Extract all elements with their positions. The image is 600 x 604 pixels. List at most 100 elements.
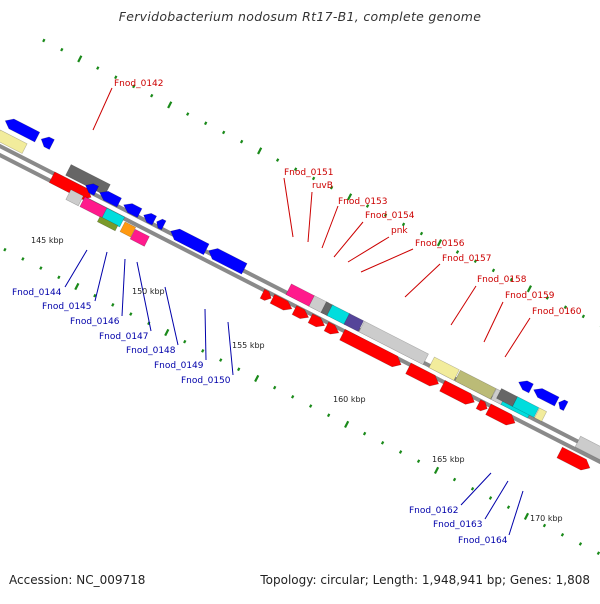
minor-tick: [273, 386, 276, 390]
major-tick: [167, 101, 172, 108]
scale-label-160: 160 kbp: [333, 395, 366, 404]
gene-label-fnod-0147[interactable]: Fnod_0147: [99, 332, 149, 342]
leader-ruvb: [308, 192, 312, 242]
leader-fnod-0153: [322, 206, 338, 248]
minor-tick: [201, 349, 204, 353]
minor-tick: [57, 275, 60, 279]
major-tick: [254, 375, 259, 382]
gene-label-fnod-0156[interactable]: Fnod_0156: [415, 239, 465, 249]
scale-label-165: 165 kbp: [432, 455, 465, 464]
gene-label-fnod-0142[interactable]: Fnod_0142: [114, 79, 164, 89]
minor-tick: [582, 315, 585, 319]
gene-label-fnod-0164[interactable]: Fnod_0164: [458, 536, 508, 546]
minor-tick: [579, 542, 582, 546]
gene-label-fnod-0153[interactable]: Fnod_0153: [338, 197, 388, 207]
gene-label-fnod-0144[interactable]: Fnod_0144: [12, 288, 62, 298]
leader-fnod-0157: [405, 264, 440, 297]
minor-tick: [186, 112, 189, 116]
major-tick: [524, 513, 529, 520]
minor-tick: [543, 524, 546, 528]
gene-left-blue-1[interactable]: [39, 134, 55, 149]
leader-fnod-0144: [65, 250, 87, 287]
major-tick: [257, 147, 262, 154]
leader-fnod-0146: [122, 259, 125, 316]
major-tick: [164, 329, 169, 336]
minor-tick: [363, 432, 366, 436]
major-tick: [77, 55, 82, 62]
scale-label-145: 145 kbp: [31, 236, 64, 245]
minor-tick: [507, 505, 510, 509]
minor-tick: [60, 48, 63, 52]
minor-tick: [417, 459, 420, 463]
gene-right-blue-1[interactable]: [531, 385, 559, 406]
minor-tick: [399, 450, 402, 454]
gene-label-fnod-0159[interactable]: Fnod_0159: [505, 291, 555, 301]
gene-label-fnod-0148[interactable]: Fnod_0148: [126, 346, 176, 356]
gene-right-blue-2[interactable]: [556, 398, 568, 411]
minor-tick: [204, 121, 207, 125]
gene-label-fnod-0150[interactable]: Fnod_0150: [181, 376, 231, 386]
minor-tick: [291, 395, 294, 399]
leader-fnod-0160: [505, 318, 530, 357]
gene-label-fnod-0163[interactable]: Fnod_0163: [433, 520, 483, 530]
leader-fnod-0149: [205, 309, 206, 360]
major-tick: [344, 421, 349, 428]
minor-tick: [183, 340, 186, 344]
minor-tick: [111, 303, 114, 307]
gene-label-fnod-0145[interactable]: Fnod_0145: [42, 302, 92, 312]
minor-tick: [309, 404, 312, 408]
scale-label-150: 150 kbp: [132, 287, 165, 296]
gene-label-fnod-0151[interactable]: Fnod_0151: [284, 168, 334, 178]
minor-tick: [21, 257, 24, 261]
major-tick: [74, 283, 79, 290]
minor-tick: [96, 66, 99, 70]
leader-fnod-0158: [451, 286, 476, 325]
leader-fnod-0154: [334, 222, 363, 257]
minor-tick: [381, 441, 384, 445]
minor-tick: [489, 496, 492, 500]
reverse-gene-labels: Fnod_0144 Fnod_0145 Fnod_0146 Fnod_0147 …: [12, 288, 508, 546]
minor-tick: [453, 478, 456, 482]
major-tick: [434, 467, 439, 474]
minor-tick: [222, 131, 225, 135]
gene-label-fnod-0149[interactable]: Fnod_0149: [154, 361, 204, 371]
gene-label-fnod-0160[interactable]: Fnod_0160: [532, 307, 582, 317]
gene-label-fnod-0154[interactable]: Fnod_0154: [365, 211, 415, 221]
minor-tick: [276, 158, 279, 162]
minor-tick: [561, 533, 564, 537]
minor-tick: [42, 39, 45, 43]
leader-fnod-0151: [284, 178, 293, 237]
leader-fnod-0148: [165, 287, 178, 345]
leader-fnod-0163: [485, 481, 508, 519]
minor-tick: [39, 266, 42, 270]
leader-fnod-0156: [361, 249, 413, 272]
gene-label-ruvb[interactable]: ruvB: [312, 181, 333, 191]
minor-tick: [492, 269, 495, 273]
genome-summary-text: Topology: circular; Length: 1,948,941 bp…: [260, 573, 590, 587]
leader-fnod-0159: [484, 302, 503, 342]
scale-label-170: 170 kbp: [530, 514, 563, 523]
minor-tick: [237, 367, 240, 371]
forward-gene-labels: Fnod_0142 Fnod_0151 ruvB Fnod_0153 Fnod_…: [114, 79, 582, 317]
gene-label-fnod-0146[interactable]: Fnod_0146: [70, 317, 120, 327]
minor-tick: [420, 232, 423, 236]
gene-label-fnod-0157[interactable]: Fnod_0157: [442, 254, 492, 264]
gene-label-fnod-0158[interactable]: Fnod_0158: [477, 275, 527, 285]
minor-tick: [240, 140, 243, 144]
gene-label-pnk[interactable]: pnk: [391, 226, 408, 236]
gene-label-fnod-0162[interactable]: Fnod_0162: [409, 506, 459, 516]
gene-right-blue-0[interactable]: [516, 378, 533, 393]
minor-tick: [471, 487, 474, 491]
map-title: Fervidobacterium nodosum Rt17-B1, comple…: [0, 9, 600, 24]
minor-tick: [327, 413, 330, 417]
leader-fnod-0145: [95, 252, 107, 301]
scale-label-155: 155 kbp: [232, 341, 265, 350]
minor-tick: [129, 312, 132, 316]
leader-pnk: [348, 237, 389, 262]
minor-tick: [150, 94, 153, 98]
leader-fnod-0164: [509, 491, 523, 535]
minor-tick: [219, 358, 222, 362]
leader-fnod-0142: [93, 88, 112, 130]
